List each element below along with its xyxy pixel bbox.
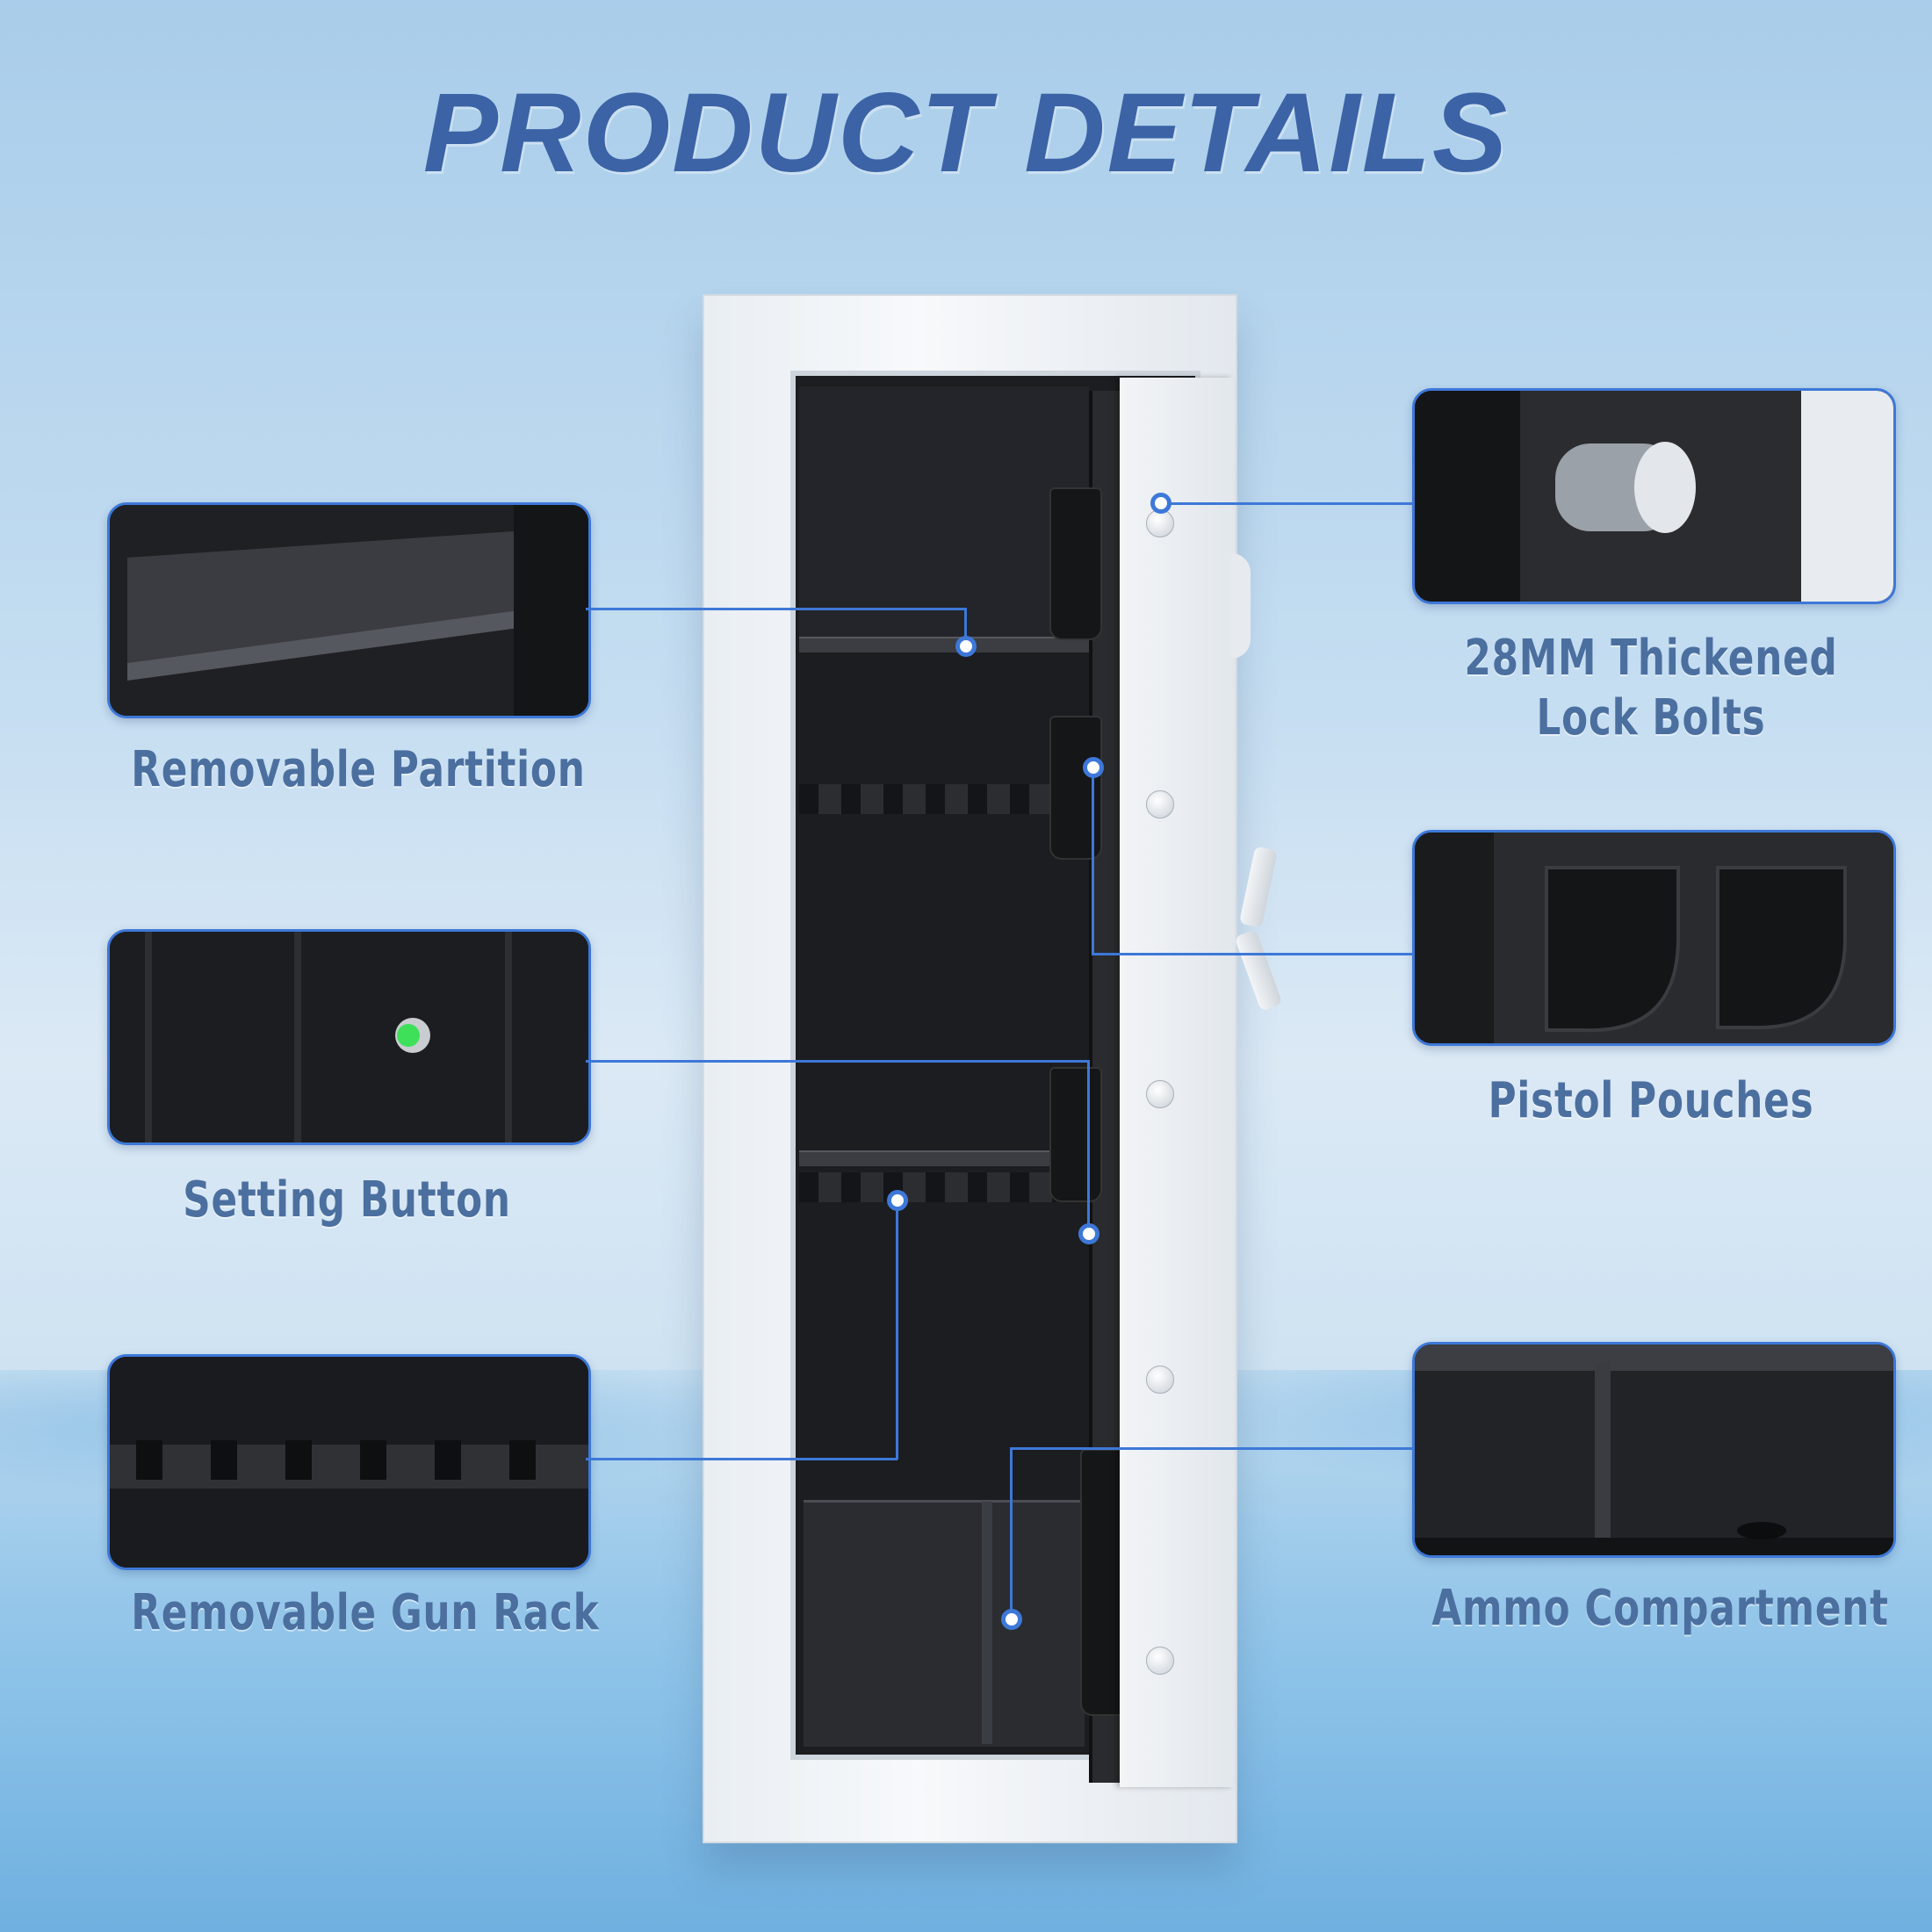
setting-button-marker xyxy=(1078,1223,1099,1244)
partition-closeup-image xyxy=(110,505,588,716)
lock-bolts-label-line1: 28MM Thickened xyxy=(1464,630,1838,687)
ammo-compartment-closeup-image xyxy=(1415,1344,1893,1555)
removable-partition-shelf xyxy=(799,637,1089,652)
pistol-pouches-connector xyxy=(1092,767,1094,953)
setting-button-closeup-image xyxy=(110,932,588,1143)
gun-rack-marker xyxy=(887,1190,908,1211)
lock-bolts-connector xyxy=(1168,502,1412,505)
lock-bolts-marker xyxy=(1150,493,1171,514)
pistol-pouch xyxy=(1049,487,1102,640)
pistol-pouches-connector xyxy=(1092,953,1412,955)
ammo-compartment-marker xyxy=(1001,1609,1022,1630)
removable-partition-panel xyxy=(107,502,591,718)
gun-rack-connector xyxy=(586,1458,898,1460)
gun-rack-closeup-image xyxy=(110,1357,588,1568)
middle-shelf xyxy=(799,1150,1089,1166)
keypad-housing xyxy=(1231,553,1251,659)
gun-rack-connector xyxy=(896,1200,898,1460)
lock-bolts-panel xyxy=(1412,388,1896,604)
ammo-compartment-connector xyxy=(1010,1447,1013,1618)
setting-button-panel xyxy=(107,929,591,1145)
lock-bolts-label-line2: Lock Bolts xyxy=(1536,689,1766,746)
setting-button-connector xyxy=(1087,1060,1090,1234)
partition-connector xyxy=(586,608,966,610)
ammo-compartment-label: Ammo Compartment xyxy=(1431,1580,1889,1637)
partition-marker xyxy=(955,636,977,657)
removable-gun-rack-label: Removable Gun Rack xyxy=(131,1584,600,1641)
pistol-pouches-closeup-image xyxy=(1415,833,1893,1043)
setting-button-connector xyxy=(586,1060,1087,1063)
lock-bolt xyxy=(1146,1080,1174,1108)
page-title: PRODUCT DETAILS xyxy=(422,70,1510,196)
lock-bolt-closeup-image xyxy=(1415,391,1893,602)
ammo-divider xyxy=(982,1502,992,1744)
removable-gun-rack-panel xyxy=(107,1354,591,1570)
lock-bolt xyxy=(1146,1647,1174,1675)
door-handle[interactable] xyxy=(1238,846,1279,928)
ammo-compartment-panel xyxy=(1412,1342,1896,1558)
ammo-compartment-connector xyxy=(1010,1447,1412,1450)
partition-connector xyxy=(964,608,967,645)
ammo-compartment-box xyxy=(804,1500,1085,1747)
pistol-pouches-panel xyxy=(1412,830,1896,1046)
upper-compartment xyxy=(799,386,1089,641)
lock-bolt xyxy=(1146,1366,1174,1394)
lock-bolt xyxy=(1146,509,1174,537)
pistol-pouches-marker xyxy=(1083,757,1104,778)
setting-button-label: Setting Button xyxy=(183,1171,511,1229)
pistol-pouches-label: Pistol Pouches xyxy=(1488,1072,1814,1129)
removable-partition-label: Removable Partition xyxy=(131,741,586,798)
lock-bolt xyxy=(1146,790,1174,818)
upper-gun-rack xyxy=(799,784,1089,814)
pistol-pouch xyxy=(1049,716,1102,860)
pistol-pouch xyxy=(1049,1067,1102,1202)
lower-gun-rack xyxy=(799,1172,1089,1202)
door-edge xyxy=(1120,378,1234,1787)
door-handle[interactable] xyxy=(1234,929,1283,1012)
